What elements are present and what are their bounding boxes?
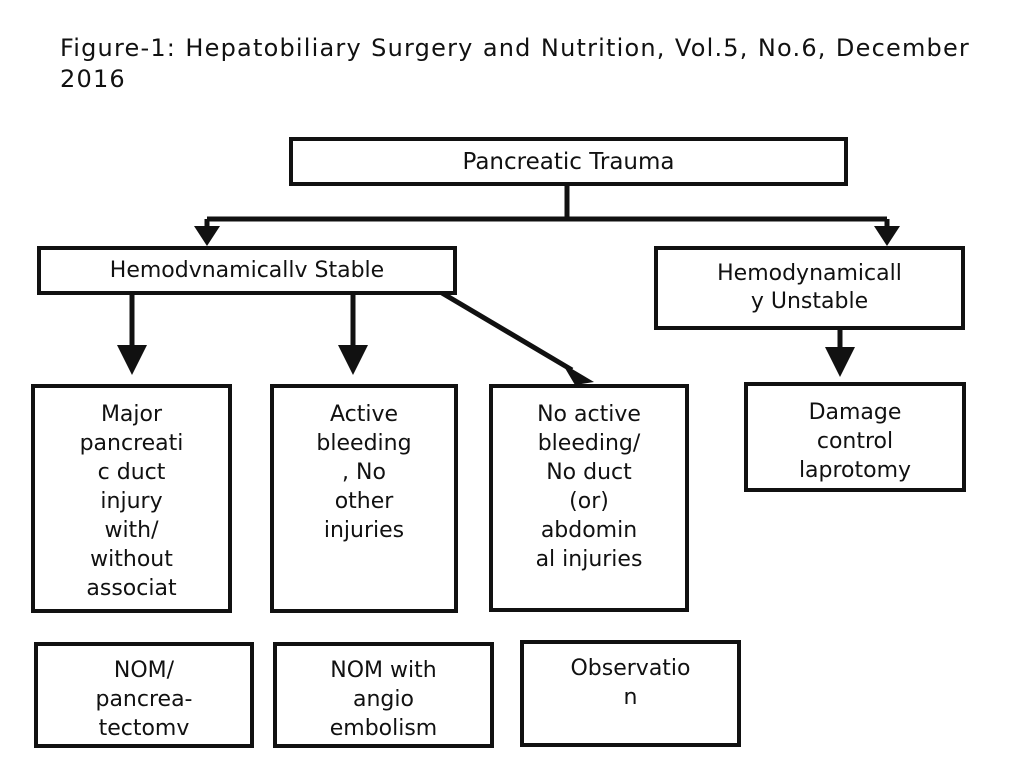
hemodynamically-unstable-box: Hemodynamicall y Unstable [654, 246, 965, 330]
nom-pancreatectomy-label: NOM/ pancrea- tectomv [95, 658, 193, 741]
nom-angio-embolism-box: NOM with angio embolism [273, 642, 494, 748]
arrowhead-damage-control [825, 347, 855, 377]
arrowhead-stable [194, 226, 220, 246]
pancreatic-trauma-box: Pancreatic Trauma [289, 137, 848, 186]
active-bleeding-label: Active bleeding , No other injuries [316, 402, 412, 543]
major-duct-injury-box: Major pancreati c duct injury with/ with… [31, 384, 232, 613]
arrow-to-no-active-line [440, 290, 574, 373]
nom-angio-embolism-label: NOM with angio embolism [329, 658, 438, 741]
observation-box: Observatio n [520, 640, 741, 747]
figure-caption: Figure-1: Hepatobiliary Surgery and Nutr… [60, 34, 970, 93]
nom-pancreatectomy-box: NOM/ pancrea- tectomv [34, 642, 254, 748]
arrowhead-major-duct [117, 345, 147, 375]
hemodynamically-stable-label: Hemodvnamicallv Stable [109, 258, 385, 283]
pancreatic-trauma-label: Pancreatic Trauma [462, 148, 675, 175]
arrowhead-unstable [874, 226, 900, 246]
active-bleeding-box: Active bleeding , No other injuries [270, 384, 458, 613]
observation-label: Observatio n [570, 656, 691, 710]
damage-control-laprotomy-box: Damage control laprotomy [744, 382, 966, 492]
damage-control-laprotomy-label: Damage control laprotomy [798, 400, 912, 483]
hemodynamically-unstable-label: Hemodynamicall y Unstable [717, 261, 902, 314]
arrowhead-no-active [562, 363, 594, 385]
hemodynamically-stable-box: Hemodvnamicallv Stable [37, 246, 457, 295]
arrowhead-active-bleeding [338, 345, 368, 375]
no-active-bleeding-label: No active bleeding/ No duct (or) abdomin… [535, 402, 643, 572]
major-duct-injury-label: Major pancreati c duct injury with/ with… [79, 402, 184, 601]
no-active-bleeding-box: No active bleeding/ No duct (or) abdomin… [489, 384, 689, 612]
